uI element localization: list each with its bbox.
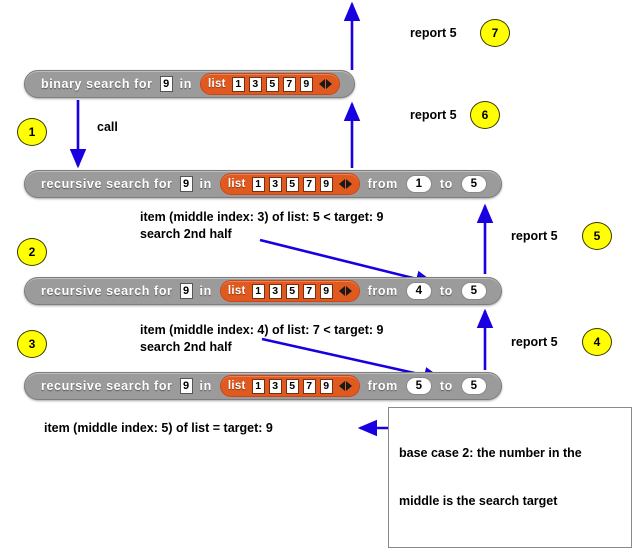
block-label-to: to (439, 177, 453, 191)
block-label-recursive-search: recursive search for (41, 177, 173, 191)
callout-line-2: middle is the search target (399, 494, 558, 508)
list-cell[interactable]: 7 (302, 283, 316, 299)
list-reporter[interactable]: list 1 3 5 7 9 (219, 375, 360, 397)
note-middle-index-3-line2: search 2nd half (140, 227, 232, 241)
target-input[interactable]: 9 (179, 176, 193, 192)
list-cell[interactable]: 3 (268, 283, 282, 299)
list-scroll-arrows[interactable] (338, 179, 352, 189)
target-input[interactable]: 9 (179, 283, 193, 299)
label-report-7: report 5 (410, 26, 457, 40)
note-middle-index-5: item (middle index: 5) of list = target:… (44, 421, 273, 435)
list-cell[interactable]: 9 (319, 176, 333, 192)
list-reporter[interactable]: list 1 3 5 7 9 (199, 73, 340, 95)
step-circle-6: 6 (470, 101, 500, 129)
to-input[interactable]: 5 (460, 282, 487, 300)
list-cell[interactable]: 3 (248, 76, 262, 92)
target-input[interactable]: 9 (159, 76, 173, 92)
list-label: list (227, 380, 246, 392)
diagram-canvas: binary search for 9 in list 1 3 5 7 9 re… (17, 1, 632, 548)
list-cell[interactable]: 5 (285, 176, 299, 192)
block-label-to: to (439, 284, 453, 298)
block-label-in: in (179, 77, 192, 91)
list-reporter[interactable]: list 1 3 5 7 9 (219, 280, 360, 302)
step-circle-3: 3 (17, 330, 47, 358)
to-input[interactable]: 5 (460, 377, 487, 395)
step-circle-7: 7 (480, 19, 510, 47)
list-cell[interactable]: 3 (268, 378, 282, 394)
list-label: list (227, 178, 246, 190)
list-scroll-arrows[interactable] (318, 79, 332, 89)
callout-line-1: base case 2: the number in the (399, 446, 582, 460)
binary-search-block[interactable]: binary search for 9 in list 1 3 5 7 9 (24, 70, 355, 98)
step-circle-4: 4 (582, 328, 612, 356)
from-input[interactable]: 1 (405, 175, 432, 193)
label-report-4: report 5 (511, 335, 558, 349)
block-label-recursive-search: recursive search for (41, 379, 173, 393)
arrow-right-icon[interactable] (345, 179, 352, 189)
list-cell[interactable]: 9 (319, 378, 333, 394)
arrow-right-icon[interactable] (345, 381, 352, 391)
list-cell[interactable]: 3 (268, 176, 282, 192)
from-input[interactable]: 4 (405, 282, 432, 300)
step-circle-1: 1 (17, 118, 47, 146)
list-cell[interactable]: 1 (231, 76, 245, 92)
arrow-left-icon[interactable] (338, 286, 345, 296)
block-label-in: in (199, 379, 212, 393)
base-case-callout: base case 2: the number in the middle is… (388, 407, 632, 548)
block-label-binary-search: binary search for (41, 77, 153, 91)
note-middle-index-4-line1: item (middle index: 4) of list: 7 < targ… (140, 323, 384, 337)
arrow-left-icon[interactable] (338, 381, 345, 391)
note-middle-index-4-line2: search 2nd half (140, 340, 232, 354)
list-label: list (207, 78, 226, 90)
list-scroll-arrows[interactable] (338, 286, 352, 296)
block-label-from: from (367, 177, 398, 191)
from-input[interactable]: 5 (405, 377, 432, 395)
block-label-from: from (367, 379, 398, 393)
list-reporter[interactable]: list 1 3 5 7 9 (219, 173, 360, 195)
label-report-5: report 5 (511, 229, 558, 243)
label-report-6: report 5 (410, 108, 457, 122)
arrow-left-icon[interactable] (318, 79, 325, 89)
block-label-from: from (367, 284, 398, 298)
list-cell[interactable]: 5 (285, 378, 299, 394)
block-label-in: in (199, 177, 212, 191)
label-call: call (97, 120, 118, 134)
list-cell[interactable]: 9 (319, 283, 333, 299)
list-cell[interactable]: 5 (265, 76, 279, 92)
recursive-search-block-1[interactable]: recursive search for 9 in list 1 3 5 7 9… (24, 170, 502, 198)
to-input[interactable]: 5 (460, 175, 487, 193)
step-circle-5: 5 (582, 222, 612, 250)
block-label-to: to (439, 379, 453, 393)
block-label-recursive-search: recursive search for (41, 284, 173, 298)
note-middle-index-3-line1: item (middle index: 3) of list: 5 < targ… (140, 210, 384, 224)
list-cell[interactable]: 7 (302, 378, 316, 394)
list-cell[interactable]: 7 (282, 76, 296, 92)
list-cell[interactable]: 1 (251, 283, 265, 299)
list-cell[interactable]: 1 (251, 176, 265, 192)
arrow-left-icon[interactable] (338, 179, 345, 189)
list-cell[interactable]: 7 (302, 176, 316, 192)
list-cell[interactable]: 5 (285, 283, 299, 299)
list-cell[interactable]: 9 (299, 76, 313, 92)
arrow-right-icon[interactable] (325, 79, 332, 89)
list-label: list (227, 285, 246, 297)
block-label-in: in (199, 284, 212, 298)
arrow-right-icon[interactable] (345, 286, 352, 296)
target-input[interactable]: 9 (179, 378, 193, 394)
list-cell[interactable]: 1 (251, 378, 265, 394)
recursive-search-block-2[interactable]: recursive search for 9 in list 1 3 5 7 9… (24, 277, 502, 305)
recursive-search-block-3[interactable]: recursive search for 9 in list 1 3 5 7 9… (24, 372, 502, 400)
list-scroll-arrows[interactable] (338, 381, 352, 391)
step-circle-2: 2 (17, 238, 47, 266)
